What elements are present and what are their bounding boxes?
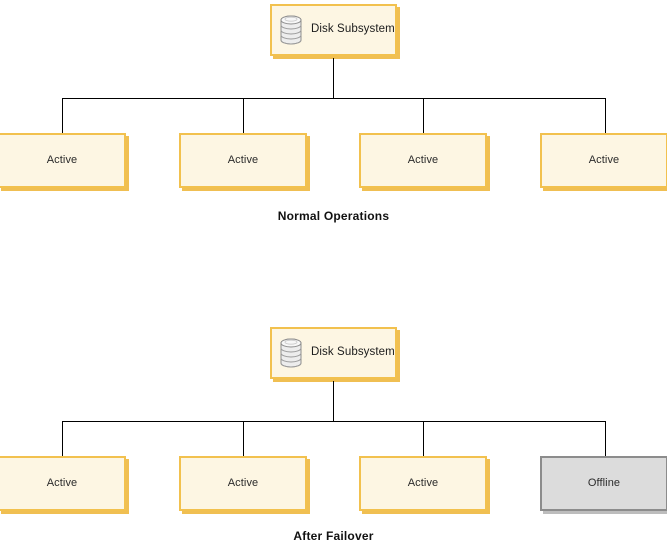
connector-drop-top-1 bbox=[62, 98, 63, 134]
caption-after-failover: After Failover bbox=[293, 529, 374, 543]
node-label: Active bbox=[588, 153, 620, 166]
node-bottom-3[interactable]: Active bbox=[359, 456, 487, 511]
disk-subsystem-label: Disk Subsystem bbox=[311, 346, 395, 359]
node-bottom-4-offline[interactable]: Offline bbox=[540, 456, 667, 511]
node-label: Active bbox=[46, 153, 78, 166]
database-cylinder-icon bbox=[280, 15, 302, 44]
node-bottom-1[interactable]: Active bbox=[0, 456, 126, 511]
node-label: Active bbox=[227, 153, 259, 166]
connector-drop-bottom-2 bbox=[243, 421, 244, 457]
connector-drop-bottom-4 bbox=[605, 421, 606, 457]
connector-drop-bottom-1 bbox=[62, 421, 63, 457]
caption-normal-operations: Normal Operations bbox=[277, 209, 390, 223]
connector-bus-bottom bbox=[62, 421, 606, 422]
disk-subsystem-node-top[interactable]: Disk Subsystem bbox=[270, 4, 397, 56]
node-label: Active bbox=[227, 476, 259, 489]
database-cylinder-icon bbox=[280, 338, 302, 367]
connector-drop-top-4 bbox=[605, 98, 606, 134]
connector-drop-top-2 bbox=[243, 98, 244, 134]
node-top-4[interactable]: Active bbox=[540, 133, 667, 188]
node-label: Active bbox=[407, 476, 439, 489]
node-label: Active bbox=[46, 476, 78, 489]
node-top-3[interactable]: Active bbox=[359, 133, 487, 188]
connector-drop-top-3 bbox=[423, 98, 424, 134]
connector-root-stem-bottom bbox=[333, 381, 334, 421]
disk-subsystem-label: Disk Subsystem bbox=[311, 23, 395, 36]
disk-subsystem-node-bottom[interactable]: Disk Subsystem bbox=[270, 327, 397, 379]
node-top-1[interactable]: Active bbox=[0, 133, 126, 188]
node-label: Offline bbox=[587, 476, 621, 489]
connector-root-stem-top bbox=[333, 58, 334, 98]
node-top-2[interactable]: Active bbox=[179, 133, 307, 188]
connector-drop-bottom-3 bbox=[423, 421, 424, 457]
node-bottom-2[interactable]: Active bbox=[179, 456, 307, 511]
connector-bus-top bbox=[62, 98, 606, 99]
node-label: Active bbox=[407, 153, 439, 166]
